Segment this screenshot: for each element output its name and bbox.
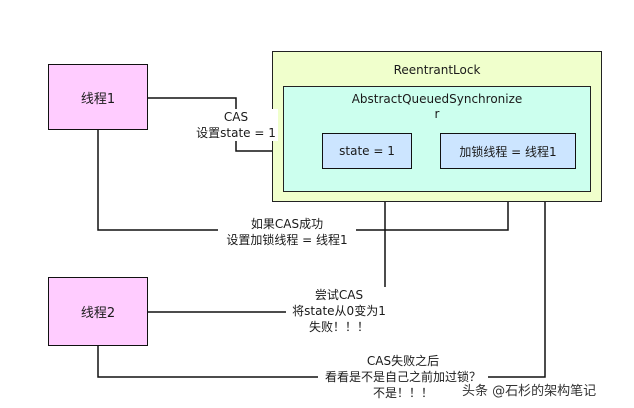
thread1-box: 线程1 <box>48 64 148 130</box>
try-cas-annotation-line3: 失败！！！ <box>308 320 369 334</box>
fail-annotation-line3: 不是！！！ <box>372 386 433 400</box>
owner-field-box: 加锁线程 = 线程1 <box>440 133 576 169</box>
fail-annotation-line1: CAS失败之后 <box>366 354 440 368</box>
thread1-label: 线程1 <box>80 91 116 107</box>
aqs-title-line2: r <box>434 107 440 121</box>
reentrant-lock-title: ReentrantLock <box>393 63 481 77</box>
state-field-box: state = 1 <box>322 133 412 169</box>
cas-annotation-line1: CAS <box>223 110 249 124</box>
thread2-box: 线程2 <box>48 277 148 346</box>
cas-annotation-line2: 设置state = 1 <box>196 126 276 140</box>
aqs-title: AbstractQueuedSynchronize r <box>284 92 590 122</box>
watermark: 头条 @石杉的架构笔记 <box>462 384 597 399</box>
try-cas-annotation: 尝试CAS 将state从0变为1 失败！！！ <box>286 287 392 335</box>
state-field-label: state = 1 <box>339 144 395 158</box>
success-annotation-line1: 如果CAS成功 <box>250 217 324 231</box>
try-cas-annotation-line1: 尝试CAS <box>314 288 364 302</box>
cas-annotation: CAS 设置state = 1 <box>194 109 278 141</box>
aqs-title-line1: AbstractQueuedSynchronize <box>351 92 523 106</box>
fail-annotation: CAS失败之后 看看是不是自己之前加过锁？ 不是！！！ <box>318 353 488 401</box>
fail-annotation-line2: 看看是不是自己之前加过锁？ <box>324 370 481 384</box>
thread2-label: 线程2 <box>80 306 116 321</box>
success-annotation-line2: 设置加锁线程 = 线程1 <box>226 233 348 247</box>
owner-field-label: 加锁线程 = 线程1 <box>459 144 557 159</box>
success-annotation: 如果CAS成功 设置加锁线程 = 线程1 <box>218 216 356 248</box>
try-cas-annotation-line2: 将state从0变为1 <box>292 304 386 318</box>
